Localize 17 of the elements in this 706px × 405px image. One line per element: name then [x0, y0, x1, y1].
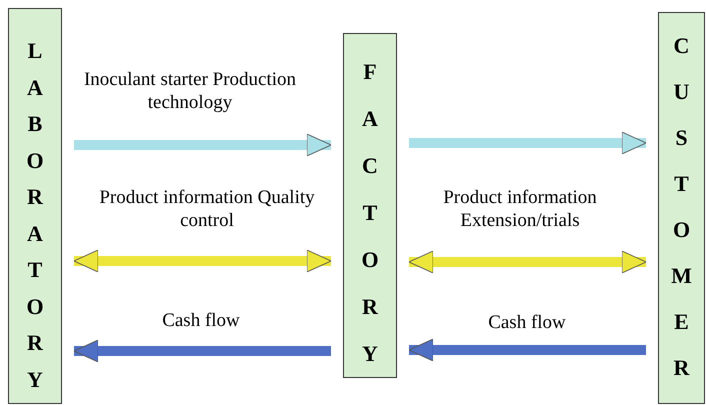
edge-label: Cash flow	[487, 311, 567, 334]
edge-label: Inoculant starter Production technology	[82, 68, 298, 114]
block-arrow	[74, 134, 332, 156]
entity-box	[8, 8, 62, 404]
block-arrow	[409, 132, 646, 154]
vertical-label: CUSTOMER	[670, 32, 692, 382]
edge-label: Product information Quality control	[98, 186, 316, 232]
block-arrow	[74, 250, 332, 272]
vertical-label: FACTORY	[360, 58, 380, 368]
block-arrow	[408, 250, 646, 274]
block-arrow	[74, 340, 331, 362]
entity-box	[343, 33, 397, 378]
vertical-label: LABORATORY	[25, 37, 45, 394]
block-arrow	[408, 338, 646, 362]
edge-label: Product information Extension/trials	[442, 186, 598, 232]
entity-box	[658, 12, 705, 404]
edge-label: Cash flow	[161, 309, 241, 332]
